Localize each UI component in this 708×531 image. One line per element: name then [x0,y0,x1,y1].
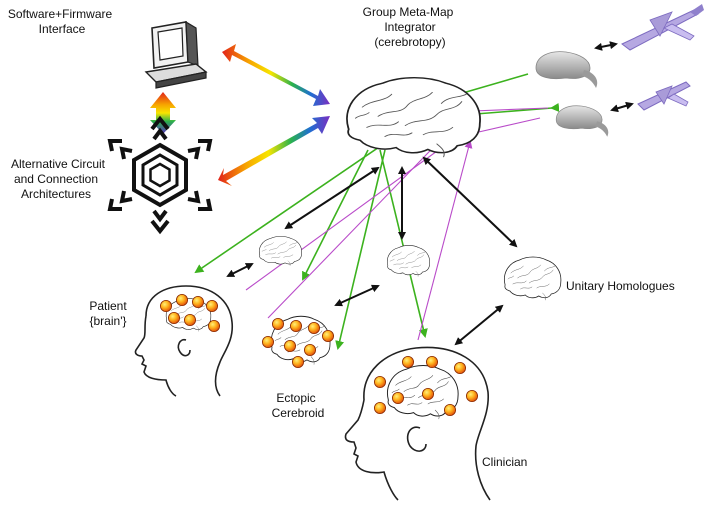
vr-headset-icon [535,51,598,88]
black-links [226,41,634,346]
patient-line-1: Patient [89,299,127,313]
clinician-label: Clinician [482,455,527,469]
ectopic-cerebroid-brain [261,315,335,369]
ectopic-label: Ectopic Cerebroid [272,391,325,420]
integrator-line-3: (cerebrotopy) [374,35,445,49]
unitary-homologues-brain [503,256,562,301]
rainbow-arrow-upper [222,44,330,106]
architectures-line-1: Alternative Circuit [11,157,106,171]
intermediate-brain-left [259,236,302,266]
circuit-snowflake-icon [107,115,213,235]
patient-head [134,285,234,397]
architectures-label: Alternative Circuit and Connection Archi… [11,157,106,201]
architectures-line-3: Architectures [21,187,91,201]
rainbow-arrow-lower [218,116,330,186]
drone-icon [637,81,691,111]
intermediate-brain-center [387,245,430,277]
software-interface-label: Software+Firmware Interface [8,7,113,36]
integrator-line-2: Integrator [384,20,435,34]
software-interface-line-1: Software+Firmware [8,7,113,21]
integrator-brain [346,76,481,158]
patient-label: Patient {brain'} [89,299,127,328]
ectopic-line-1: Ectopic [276,391,315,405]
software-interface-line-2: Interface [39,22,86,36]
integrator-label: Group Meta-Map Integrator (cerebrotopy) [363,5,454,49]
drone-icon [621,4,704,51]
clinician-head [344,346,491,501]
architectures-line-2: and Connection [14,172,98,186]
vr-headset-icon [555,105,609,137]
unitary-homologues-label: Unitary Homologues [566,279,675,293]
ectopic-line-2: Cerebroid [272,406,325,420]
integrator-line-1: Group Meta-Map [363,5,454,19]
patient-line-2: {brain'} [90,314,127,328]
computer-icon [144,20,208,89]
